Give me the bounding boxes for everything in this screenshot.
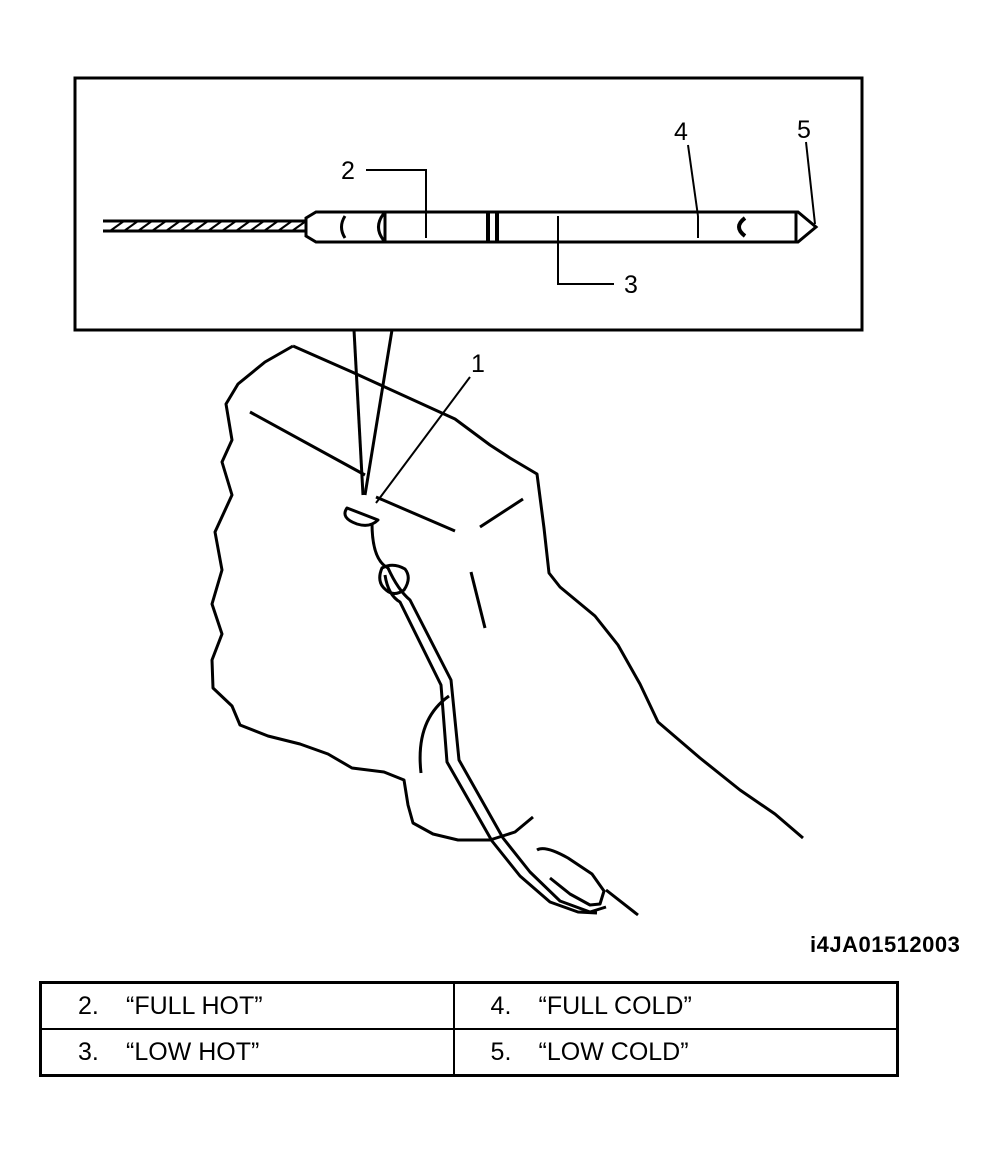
legend-label: “LOW HOT” xyxy=(126,1037,260,1066)
legend-table: 2. “FULL HOT” 4. “FULL COLD” 3. “LOW HOT” 5… xyxy=(39,981,899,1077)
legend-label: “LOW COLD” xyxy=(538,1037,689,1066)
legend-number: 2. xyxy=(78,991,99,1020)
legend-row: 2. “FULL HOT” 4. “FULL COLD” xyxy=(39,981,899,1030)
legend-label: “FULL COLD” xyxy=(538,991,692,1020)
legend-number: 3. xyxy=(78,1037,99,1066)
callout-3: 3 xyxy=(624,271,638,299)
legend-cell-full-cold: 4. “FULL COLD” xyxy=(452,981,899,1030)
legend-label: “FULL HOT” xyxy=(126,991,263,1020)
detail-inset-frame xyxy=(73,76,864,332)
dipstick-diagram: 2 3 4 5 1 xyxy=(73,76,864,917)
inset-pointer-lines xyxy=(352,329,394,496)
callout-1: 1 xyxy=(471,350,485,378)
legend-cell-low-hot: 3. “LOW HOT” xyxy=(39,1028,455,1077)
callout-4: 4 xyxy=(674,118,688,146)
transaxle-case xyxy=(210,344,804,842)
legend-number: 5. xyxy=(490,1037,512,1066)
figure-id: i4JA01512003 xyxy=(810,932,961,957)
callout-leaders xyxy=(366,141,816,504)
dipstick-detail xyxy=(103,210,819,244)
legend-cell-low-cold: 5. “LOW COLD” xyxy=(452,1028,899,1077)
callout-2: 2 xyxy=(341,157,355,185)
legend-number: 4. xyxy=(490,991,512,1020)
callout-5: 5 xyxy=(797,116,811,144)
legend-row: 3. “LOW HOT” 5. “LOW COLD” xyxy=(39,1028,899,1077)
legend-cell-full-hot: 2. “FULL HOT” xyxy=(39,981,455,1030)
dipstick-tube xyxy=(343,506,639,917)
